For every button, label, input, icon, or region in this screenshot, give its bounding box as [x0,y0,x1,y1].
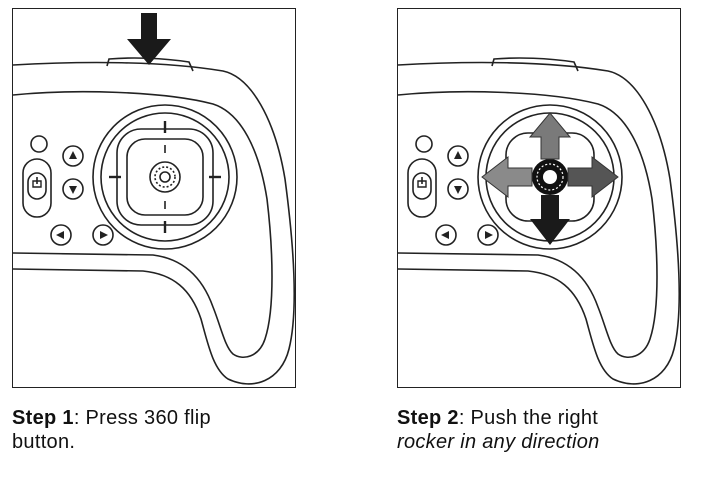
right-trim-button [477,224,499,246]
down-trim-button [62,178,84,200]
down-arrow-icon [127,13,171,65]
step-text-line-2: button. [12,431,76,453]
up-arrow-icon [528,112,572,160]
step-text: Push the right [464,407,599,429]
step-2-caption: Step 2: Push the right rocker in any dir… [397,406,697,454]
controller-drawing [13,13,295,385]
controller-drawing [398,57,680,385]
left-trim-button [50,224,72,246]
small-indicator-button [415,135,433,153]
step-1-caption: Step 1: Press 360 flip button. [12,406,312,454]
right-arrow-icon [567,155,619,199]
up-trim-button [447,145,469,167]
down-arrow-icon [530,195,570,245]
step-text: Press 360 flip [79,407,211,429]
power-switch [22,158,52,218]
power-switch [407,158,437,218]
step-label: Step 1 [12,407,74,429]
left-trim-button [435,224,457,246]
right-rocker [92,104,238,250]
up-trim-button [62,145,84,167]
step-separator: : [73,407,80,429]
step-label: Step 2 [397,407,459,429]
down-trim-button [447,178,469,200]
step-2-illustration [397,8,681,388]
left-arrow-icon [481,155,533,199]
step-1-illustration [12,8,296,388]
small-indicator-button [30,135,48,153]
step-text-line-2: rocker in any direction [397,431,600,453]
step-separator: : [458,407,465,429]
right-trim-button [92,224,114,246]
